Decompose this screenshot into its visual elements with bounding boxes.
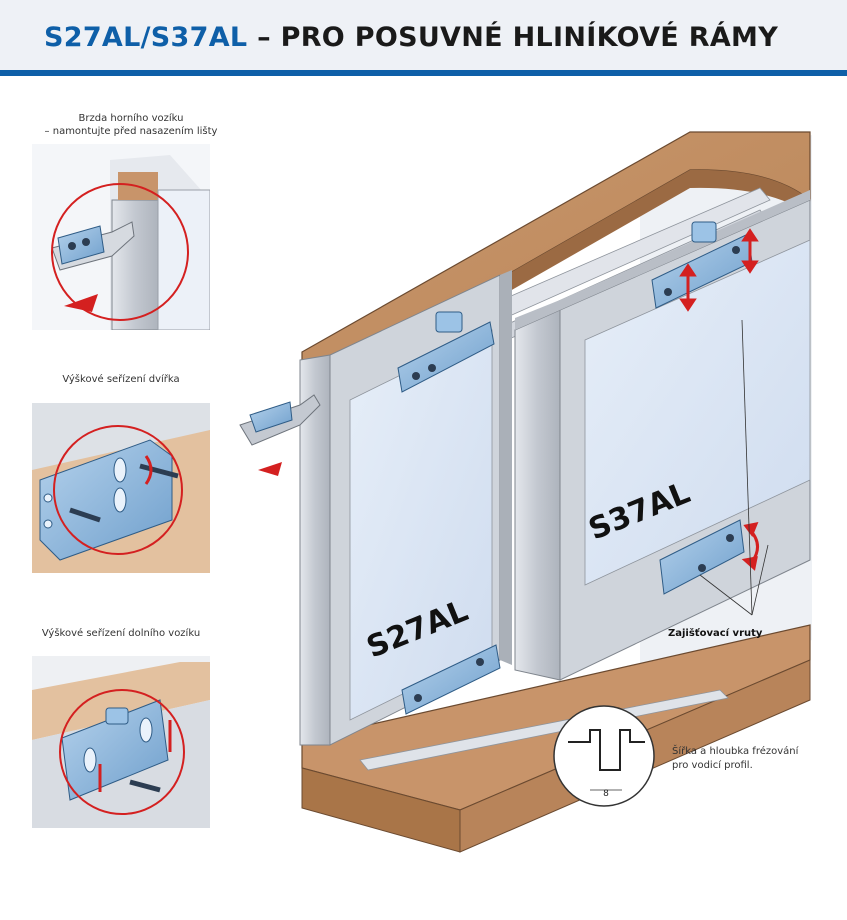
profile-dimension: 8 <box>603 789 609 799</box>
header-band <box>0 0 847 70</box>
screws-label: Zajišťovací vruty <box>668 627 763 639</box>
right-door-hinge-bracket <box>659 519 745 595</box>
left-door-top-carriage <box>397 311 495 393</box>
detail-3-carriage-height <box>32 656 210 828</box>
detail-1-brake <box>32 144 210 330</box>
profile-magnifier: 8 <box>553 705 655 807</box>
right-door-glass <box>584 239 811 586</box>
detail-1-arrow-icon <box>64 294 98 312</box>
header-rule <box>0 70 847 76</box>
detail-1-caption-line1: Brzda horního vozíku <box>78 113 184 124</box>
title-product-code: S27AL/S37AL <box>44 22 248 53</box>
left-door-edge <box>500 270 512 665</box>
main-illustration: S27AL S37AL Zajišťovací vruty 8 Šířka a … <box>239 131 812 853</box>
title-description: – PRO POSUVNÉ HLINÍKOVÉ RÁMY <box>247 22 779 53</box>
right-door-top-carriage <box>651 221 753 309</box>
left-door-bottom-carriage <box>401 644 501 715</box>
brake-piece-main <box>239 394 321 476</box>
detail-1-caption-line2: – namontujte před nasazením lišty <box>44 126 218 137</box>
profile-note-line2: pro vodicí profil. <box>672 759 753 771</box>
right-door-top-rail <box>515 190 810 330</box>
detail-2-caption: Výškové seřízení dvířka <box>62 374 180 385</box>
right-door-stile <box>514 309 561 681</box>
adjustment-arrows <box>679 228 759 571</box>
insert-arrow-icon <box>258 462 282 476</box>
detail-3-caption: Výškové seřízení dolního vozíku <box>41 628 201 639</box>
detail-1-caption: Brzda horního vozíku – namontujte před n… <box>26 112 236 138</box>
profile-note-line1: Šířka a hloubka frézování <box>672 744 800 757</box>
detail-2-door-height <box>32 403 210 573</box>
screw-leader-lines <box>699 319 769 616</box>
page-title: S27AL/S37AL – PRO POSUVNÉ HLINÍKOVÉ RÁMY <box>44 22 778 53</box>
